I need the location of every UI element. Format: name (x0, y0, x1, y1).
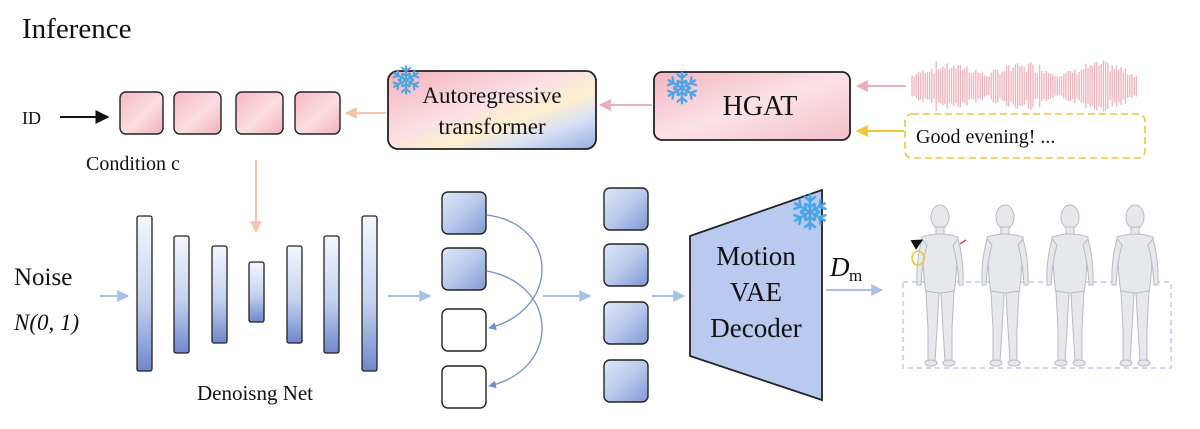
human-mesh-figure (981, 204, 1029, 367)
decoder-symbol: D (829, 252, 850, 282)
condition-token (119, 91, 164, 135)
denoiser-layer (173, 235, 190, 354)
denoising-net (136, 215, 378, 372)
text-prompt-box (904, 113, 1146, 159)
vae-label-line2: VAE (730, 277, 782, 307)
human-mesh-figure (1111, 204, 1159, 367)
vae-label-line1: Motion (716, 241, 796, 271)
latent-token-empty (441, 308, 487, 352)
human-mesh-figure (916, 204, 964, 367)
denoiser-layer (211, 245, 228, 344)
autoregressive-transformer-box (387, 70, 597, 150)
section-title: Inference (22, 13, 131, 45)
denoiser-layer (361, 215, 378, 372)
condition-tokens (119, 91, 341, 135)
motion-direction-arrow (959, 239, 967, 245)
latent-token-filled (441, 191, 487, 235)
hand-highlight-marker (911, 250, 925, 266)
latent-token-empty (441, 365, 487, 409)
autoregressive-curve-arrow (486, 270, 543, 389)
completed-latent-column (603, 187, 649, 403)
autoregressive-label-line1: Autoregressive (422, 83, 561, 108)
condition-token (235, 91, 284, 135)
denoising-net-label: Denoisng Net (197, 381, 313, 405)
latent-token-column (441, 191, 487, 409)
condition-token (173, 91, 222, 135)
output-frame-box (902, 281, 1172, 369)
hgat-label: HGAT (723, 91, 798, 122)
denoiser-layer (248, 261, 265, 323)
output-motion-sequence (910, 204, 1159, 367)
autoregressive-curve-arrow (486, 214, 543, 331)
noise-label: Noise (14, 264, 72, 291)
latent-token-filled (603, 243, 649, 287)
latent-token-filled (603, 359, 649, 403)
waveform-icon (911, 60, 1138, 112)
noise-distribution: N(0, 1) (13, 310, 79, 335)
human-mesh-figure (1046, 204, 1094, 367)
denoiser-layer (323, 235, 340, 354)
text-prompt: Good evening! ... (916, 126, 1055, 148)
denoiser-layer (286, 245, 303, 344)
denoiser-layer (136, 215, 153, 372)
decoder-subscript: m (849, 266, 862, 285)
motion-vae-decoder (689, 188, 823, 402)
latent-token-filled (603, 301, 649, 345)
condition-label: Condition c (86, 153, 180, 175)
autoregressive-label-line2: transformer (438, 114, 546, 139)
hgat-box (653, 71, 851, 141)
latent-token-filled (603, 187, 649, 231)
motion-direction-arrow (910, 239, 923, 250)
condition-token (294, 91, 341, 135)
vae-label-line3: Decoder (710, 313, 801, 343)
id-label: ID (22, 108, 41, 128)
latent-token-filled (441, 247, 487, 291)
